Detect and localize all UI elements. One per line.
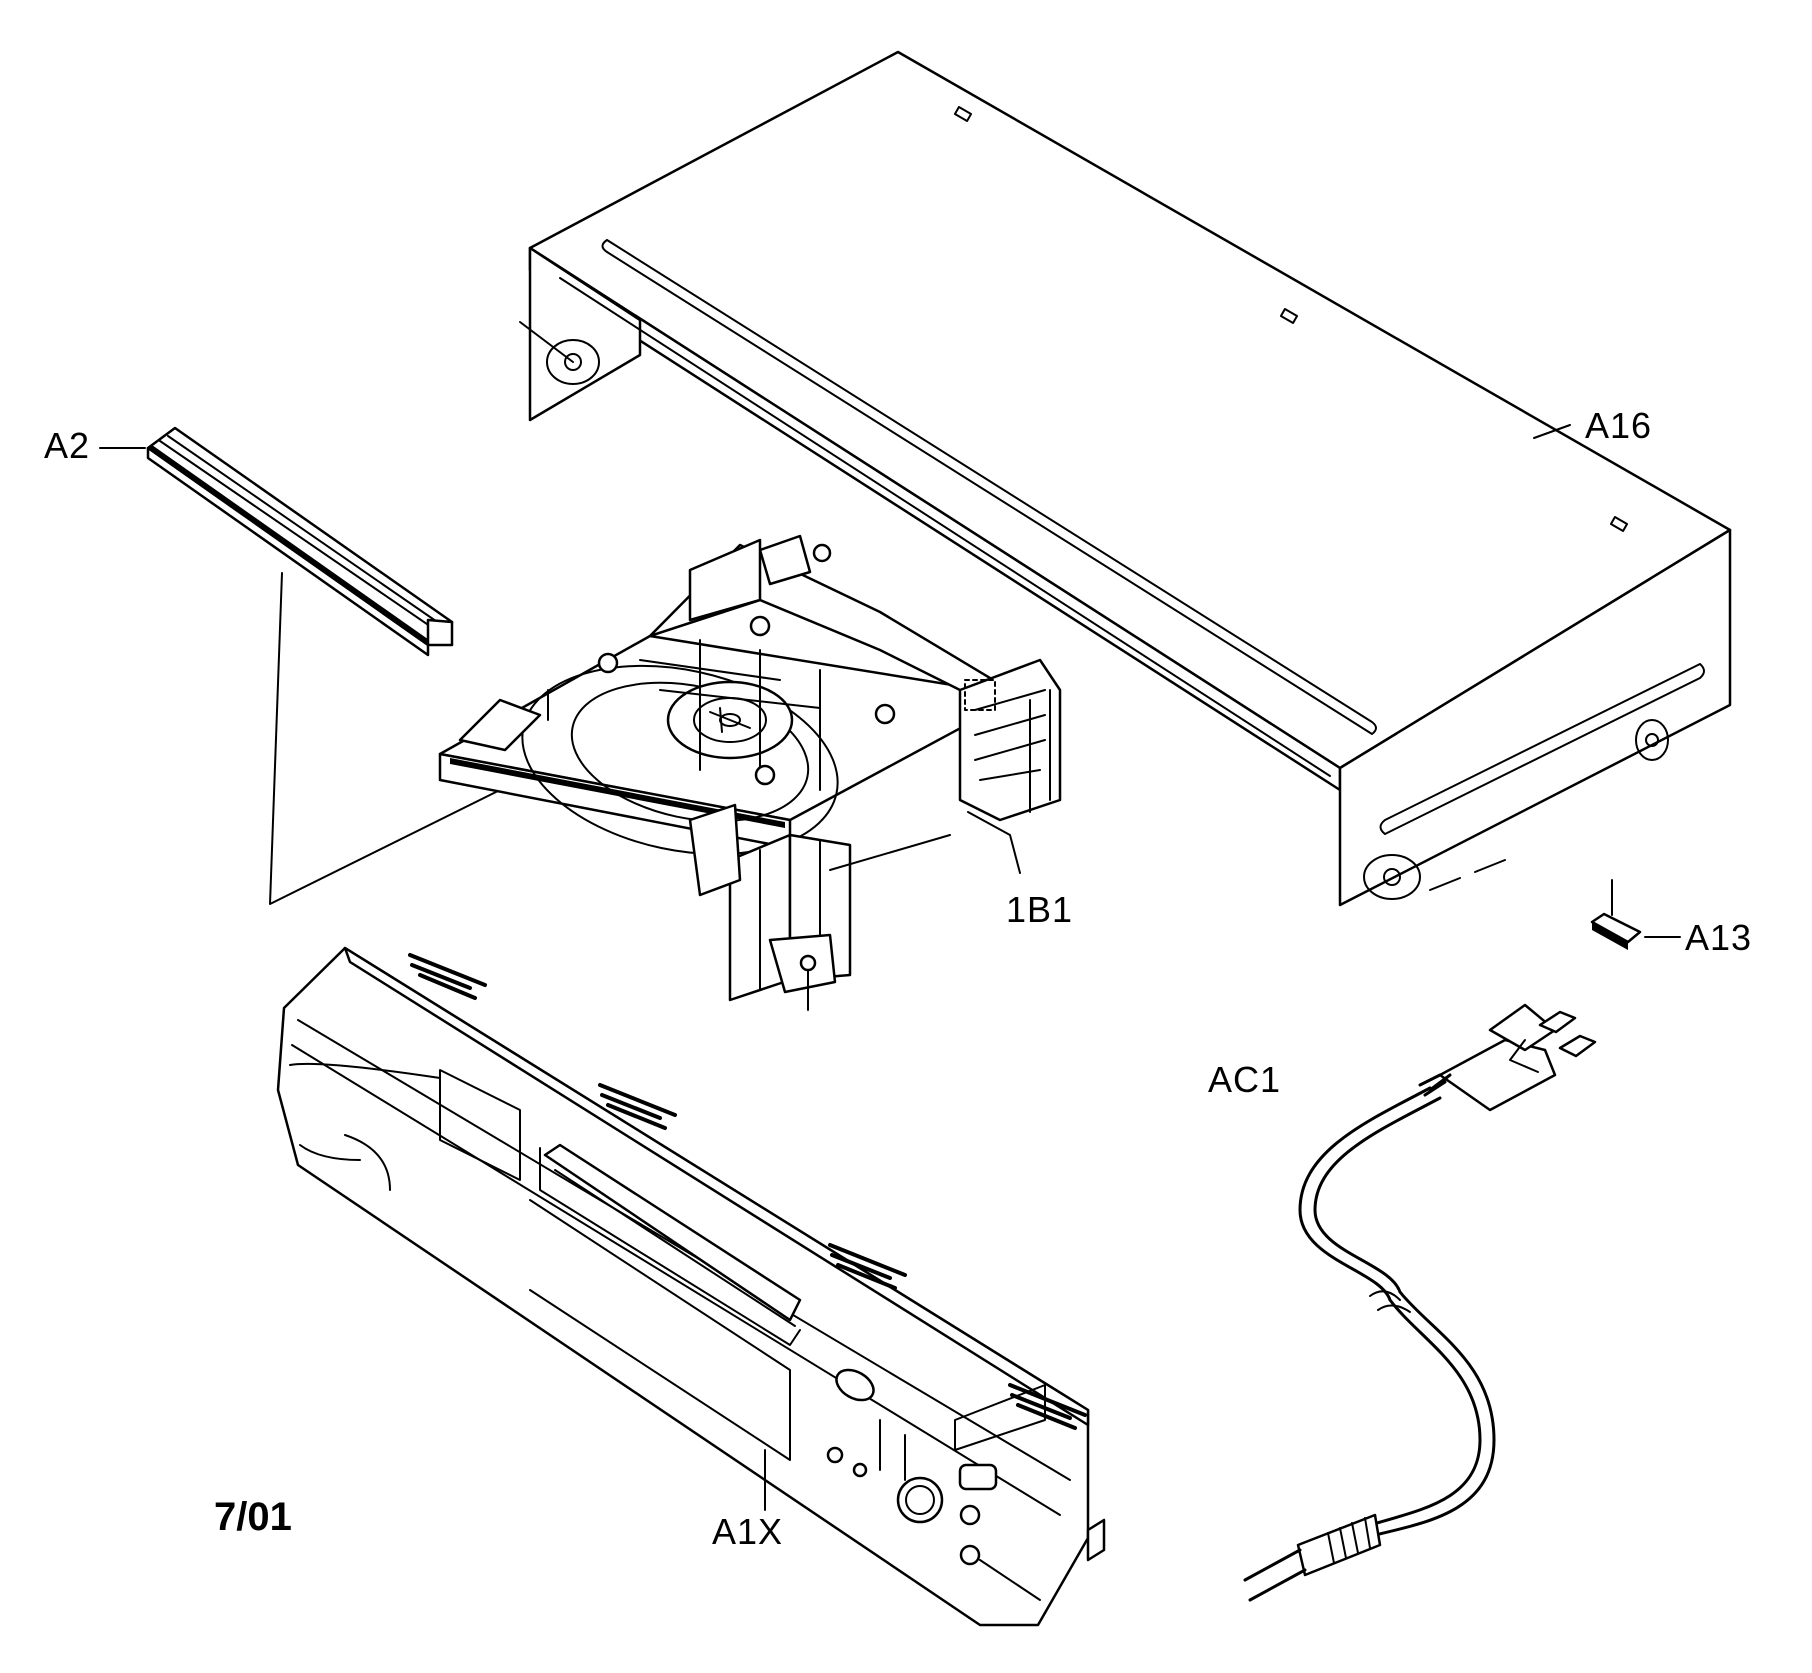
- label-ac1: AC1: [1208, 1059, 1281, 1100]
- power-cord-ac1: [1243, 1003, 1597, 1602]
- date-code-group: 7/01: [214, 1495, 292, 1539]
- label-ac1-group: AC1: [1208, 1059, 1281, 1100]
- label-1b1: 1B1: [1006, 889, 1073, 930]
- label-a2: A2: [44, 425, 90, 466]
- a2-guide-lines: [269, 572, 501, 905]
- label-a16: A16: [1585, 405, 1652, 446]
- date-code: 7/01: [214, 1495, 292, 1539]
- label-1b1-group: 1B1: [1006, 889, 1073, 930]
- label-a2-group: A2: [44, 425, 146, 466]
- front-panel-a1x: [276, 946, 1106, 1627]
- dvd-loader-1b1: [438, 534, 1062, 1011]
- label-a16-group: A16: [1533, 405, 1652, 446]
- label-a13-group: A13: [1644, 917, 1752, 958]
- tray-door-a2: [146, 426, 454, 657]
- label-a1x-group: A1X: [712, 1511, 783, 1552]
- clip-a13: [1590, 879, 1642, 950]
- top-cover-a16: [519, 50, 1732, 907]
- label-a1x: A1X: [712, 1511, 783, 1552]
- label-a13: A13: [1685, 917, 1752, 958]
